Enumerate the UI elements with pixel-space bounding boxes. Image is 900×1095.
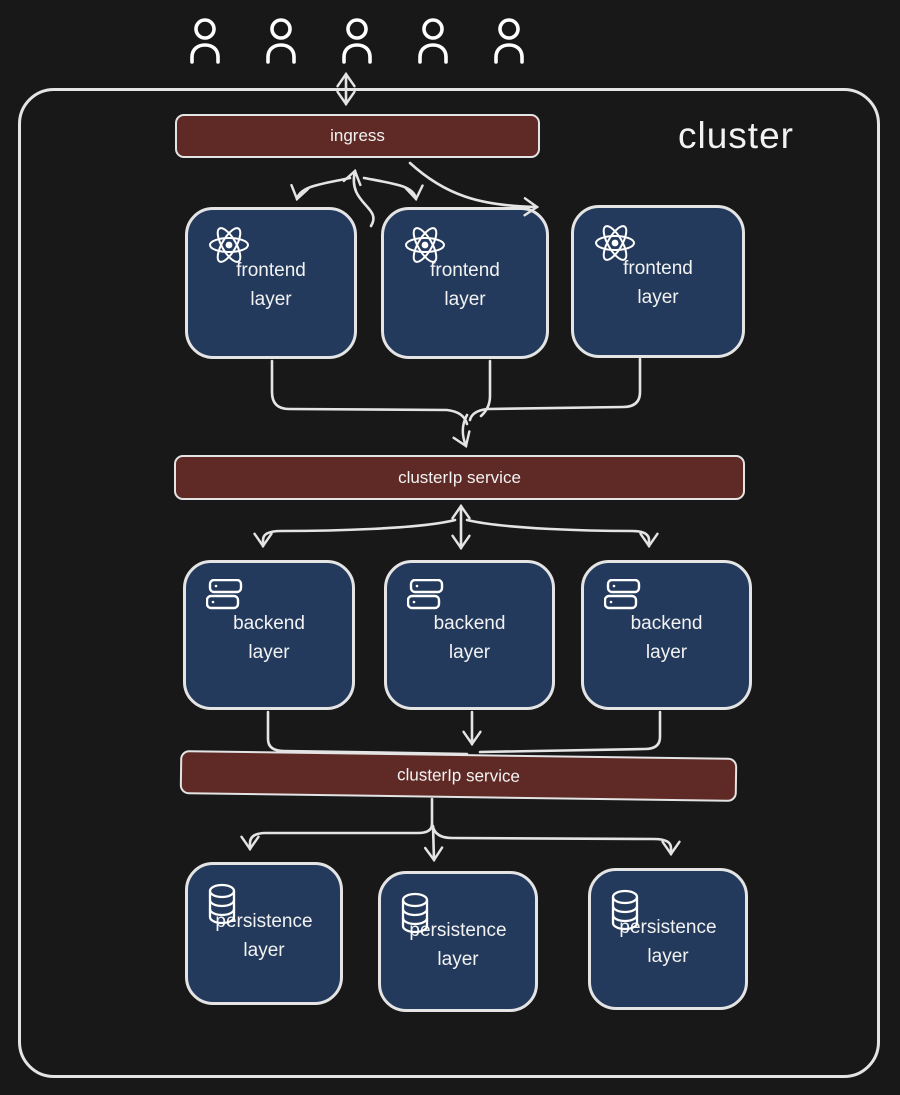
- database-icon: [397, 892, 435, 943]
- frontend-node-1: frontend layer: [185, 207, 357, 359]
- react-icon: [402, 224, 448, 271]
- server-icon: [205, 578, 250, 618]
- frontend-node-label: frontend layer: [430, 260, 500, 310]
- persistence-node-label: persistence layer: [409, 920, 507, 970]
- cluster-label: cluster: [678, 115, 794, 156]
- persistence-node-label: persistence layer: [619, 917, 717, 967]
- backend-node-label: backend layer: [630, 613, 703, 663]
- user-icon: [413, 16, 453, 66]
- clusterip-service-top-node: clusterIp service: [174, 455, 745, 500]
- react-icon: [592, 222, 638, 269]
- server-icon: [406, 578, 451, 618]
- database-icon: [607, 889, 645, 940]
- backend-node-3: backend layer: [581, 560, 752, 710]
- user-icon: [261, 16, 301, 66]
- user-icon: [185, 16, 225, 66]
- frontend-node-label: frontend layer: [623, 258, 693, 308]
- frontend-node-label: frontend layer: [236, 260, 306, 310]
- ingress-label: ingress: [330, 126, 385, 145]
- clusterip-service-label: clusterIp service: [396, 765, 521, 786]
- ingress-node: ingress: [175, 114, 540, 158]
- user-icon: [489, 16, 529, 66]
- clusterip-service-bottom-node: clusterIp service: [179, 750, 738, 802]
- persistence-node-2: persistence layer: [378, 871, 538, 1012]
- backend-node-1: backend layer: [183, 560, 355, 710]
- frontend-node-2: frontend layer: [381, 207, 549, 359]
- persistence-node-3: persistence layer: [588, 868, 748, 1010]
- cluster-boundary: cluster: [18, 88, 880, 1078]
- backend-node-2: backend layer: [384, 560, 555, 710]
- clusterip-service-label: clusterIp service: [398, 467, 521, 487]
- backend-node-label: backend layer: [433, 613, 506, 663]
- persistence-node-label: persistence layer: [215, 911, 313, 961]
- react-icon: [206, 224, 252, 271]
- user-icon: [337, 16, 377, 66]
- frontend-node-3: frontend layer: [571, 205, 745, 358]
- backend-node-label: backend layer: [233, 613, 305, 663]
- database-icon: [204, 883, 242, 934]
- persistence-node-1: persistence layer: [185, 862, 343, 1005]
- server-icon: [603, 578, 648, 618]
